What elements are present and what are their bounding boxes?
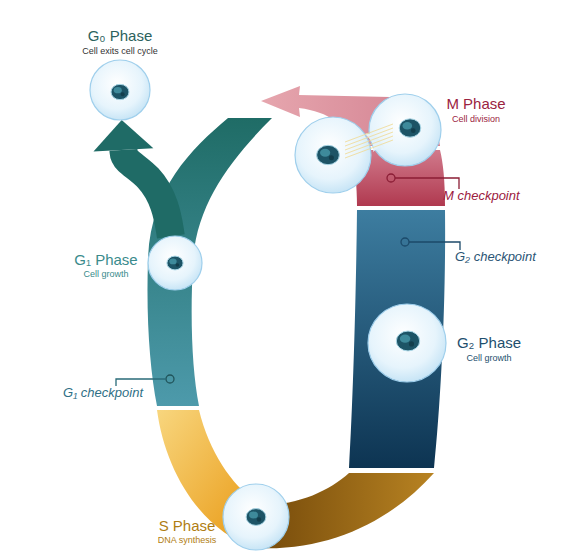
nucleus-detail bbox=[169, 259, 176, 265]
checkpoint-label: M checkpoint bbox=[443, 189, 553, 203]
cell-outline bbox=[293, 88, 445, 198]
phase-description: DNA synthesis bbox=[142, 536, 232, 546]
nucleolus bbox=[121, 92, 125, 96]
leader-line bbox=[395, 178, 459, 189]
g2-cell: G₂ PhaseCell growth bbox=[368, 304, 446, 382]
cell-outline bbox=[148, 236, 202, 290]
phase-title: G₀ Phase bbox=[50, 28, 190, 45]
g0-cell: G₀ PhaseCell exits cell cycle bbox=[90, 60, 150, 120]
phase-title: G₁ Phase bbox=[61, 252, 151, 269]
cell-membrane bbox=[369, 94, 441, 166]
phase-description: Cell growth bbox=[444, 354, 534, 364]
nucleus-detail bbox=[320, 149, 330, 157]
nucleolus bbox=[411, 128, 416, 133]
g1-band bbox=[147, 118, 272, 406]
checkpoint-marker bbox=[387, 174, 395, 182]
cell-nucleus bbox=[399, 119, 421, 137]
phase-title: S Phase bbox=[142, 518, 232, 535]
nucleolus bbox=[176, 263, 180, 267]
g1-cell: G₁ PhaseCell growth bbox=[148, 236, 202, 290]
arrow-body bbox=[123, 150, 170, 236]
nucleus-detail bbox=[400, 335, 411, 343]
leader-line bbox=[409, 242, 460, 250]
phase-title: M Phase bbox=[426, 96, 526, 113]
checkpoint-label: G₁ checkpoint bbox=[30, 386, 143, 400]
arrow-head bbox=[93, 120, 153, 152]
phase-description: Cell growth bbox=[61, 270, 151, 280]
phase-title: G₂ Phase bbox=[444, 335, 534, 352]
cell-outline bbox=[368, 304, 446, 382]
checkpoint-marker bbox=[166, 375, 174, 383]
phase-description: Cell exits cell cycle bbox=[50, 47, 190, 57]
nucleus-detail bbox=[114, 87, 122, 93]
leader-line bbox=[116, 379, 166, 386]
cell-membrane bbox=[90, 60, 150, 120]
checkpoint-label: G₂ checkpoint bbox=[455, 250, 575, 264]
spindle-fibre bbox=[345, 132, 393, 150]
cell-nucleus bbox=[317, 145, 340, 164]
cell-nucleus bbox=[167, 256, 183, 270]
phase-description: Cell division bbox=[426, 115, 526, 125]
cell-nucleus bbox=[111, 84, 129, 99]
spindle-fibre bbox=[345, 140, 393, 158]
spindle-fibre bbox=[345, 128, 393, 146]
m-phase-cells: M PhaseCell division bbox=[293, 88, 445, 198]
g2-band bbox=[349, 210, 445, 468]
spindle-fibre bbox=[345, 124, 393, 142]
cell-nucleus bbox=[396, 331, 419, 351]
nucleus-detail bbox=[249, 512, 258, 519]
cell-membrane bbox=[295, 117, 371, 193]
spindle-fibre bbox=[345, 136, 393, 154]
nucleolus bbox=[409, 341, 414, 346]
nucleolus bbox=[257, 517, 261, 521]
cell-membrane bbox=[368, 304, 446, 382]
nucleus-detail bbox=[402, 122, 412, 130]
cell-outline bbox=[223, 484, 289, 550]
exit-arrow bbox=[93, 120, 170, 236]
checkpoint-marker bbox=[401, 238, 409, 246]
cell-membrane bbox=[148, 236, 202, 290]
nucleolus bbox=[329, 155, 334, 160]
cell-nucleus bbox=[246, 509, 266, 526]
spindle-fibres bbox=[345, 124, 393, 158]
s-cell: S PhaseDNA synthesis bbox=[223, 484, 289, 550]
cell-membrane bbox=[223, 484, 289, 550]
cell-outline bbox=[90, 60, 150, 120]
